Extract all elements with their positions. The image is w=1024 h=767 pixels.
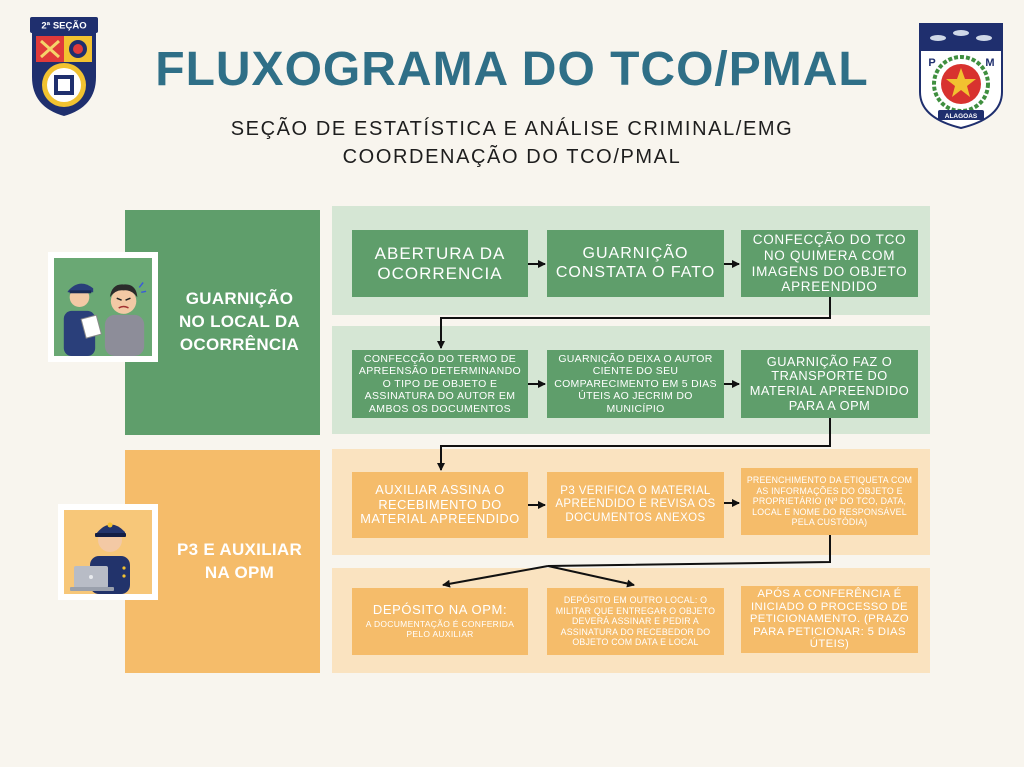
step-deposito-em-outro-local: DEPÓSITO EM OUTRO LOCAL: O MILITAR QUE E…: [547, 588, 724, 655]
step-text: APÓS A CONFERÊNCIA É INICIADO O PROCESSO…: [749, 588, 910, 651]
step-text: CONFECÇÃO DO TCO NO QUIMERA COM IMAGENS …: [751, 232, 908, 295]
step-text: AUXILIAR ASSINA O RECEBIMENTO DO MATERIA…: [360, 481, 520, 527]
step-abertura-da-ocorrencia: ABERTURA DA OCORRENCIA: [352, 230, 528, 297]
logo-letter-m: M: [985, 57, 994, 69]
step-p3-verifica-material: P3 VERIFICA O MATERIAL APREENDIDO E REVI…: [547, 472, 724, 538]
step-text: PREENCHIMENTO DA ETIQUETA COM AS INFORMA…: [746, 475, 913, 528]
step-text: ABERTURA DA OCORRENCIA: [374, 243, 506, 283]
step-text: GUARNIÇÃO CONSTATA O FATO: [555, 245, 716, 281]
step-text: CONFECÇÃO DO TERMO DE APREENSÃO DETERMIN…: [358, 352, 522, 415]
logo-letter-p: P: [928, 57, 935, 69]
laptop-figure: [70, 566, 114, 591]
subtitle-line-1: SEÇÃO DE ESTATÍSTICA E ANÁLISE CRIMINAL/…: [230, 118, 794, 140]
page-title: FLUXOGRAMA DO TCO/PMAL: [155, 43, 869, 96]
step-text: GUARNIÇÃO FAZ O TRANSPORTE DO MATERIAL A…: [749, 353, 910, 413]
step-confeccao-do-tco: CONFECÇÃO DO TCO NO QUIMERA COM IMAGENS …: [741, 230, 918, 297]
left-logo: 2ª SEÇÃO: [30, 17, 98, 117]
police-officer-figure: [63, 283, 102, 356]
step-transporte-para-opm: GUARNIÇÃO FAZ O TRANSPORTE DO MATERIAL A…: [741, 350, 918, 418]
logo-caption: ALAGOAS: [945, 113, 978, 120]
step-termo-de-apreensao: CONFECÇÃO DO TERMO DE APREENSÃO DETERMIN…: [352, 350, 528, 418]
step-auxiliar-assina-recebimento: AUXILIAR ASSINA O RECEBIMENTO DO MATERIA…: [352, 472, 528, 538]
citizen-figure: [104, 282, 147, 356]
step-deposito-na-opm: DEPÓSITO NA OPM: A DOCUMENTAÇÃO É CONFER…: [352, 588, 528, 655]
step-text: P3 VERIFICA O MATERIAL APREENDIDO E REVI…: [555, 485, 716, 524]
step-guarnicao-constata-o-fato: GUARNIÇÃO CONSTATA O FATO: [547, 230, 724, 297]
step-text: A DOCUMENTAÇÃO É CONFERIDA PELO AUXILIAR: [365, 619, 515, 639]
step-text: GUARNIÇÃO DEIXA O AUTOR CIENTE DO SEU CO…: [554, 352, 717, 415]
right-logo: P M ALAGOAS: [918, 22, 1004, 130]
illustration-frame-guarnicao: [48, 252, 158, 362]
step-heading: DEPÓSITO NA OPM:: [372, 602, 508, 618]
officer-at-laptop-icon: [64, 510, 152, 594]
illustration-frame-p3: [58, 504, 158, 600]
second-section-crest-icon: 2ª SEÇÃO: [30, 17, 98, 116]
pmal-shield-icon: P M ALAGOAS: [919, 23, 1003, 130]
step-preenchimento-etiqueta: PREENCHIMENTO DA ETIQUETA COM AS INFORMA…: [741, 468, 918, 535]
logo-banner-text: 2ª SEÇÃO: [41, 21, 86, 32]
subtitle-line-2: COORDENAÇÃO DO TCO/PMAL: [342, 146, 682, 168]
police-officer-with-citizen-icon: [54, 258, 152, 356]
step-text: DEPÓSITO EM OUTRO LOCAL: O MILITAR QUE E…: [555, 595, 716, 648]
step-autor-ciente-comparecimento: GUARNIÇÃO DEIXA O AUTOR CIENTE DO SEU CO…: [547, 350, 724, 418]
step-processo-de-peticionamento: APÓS A CONFERÊNCIA É INICIADO O PROCESSO…: [741, 586, 918, 653]
